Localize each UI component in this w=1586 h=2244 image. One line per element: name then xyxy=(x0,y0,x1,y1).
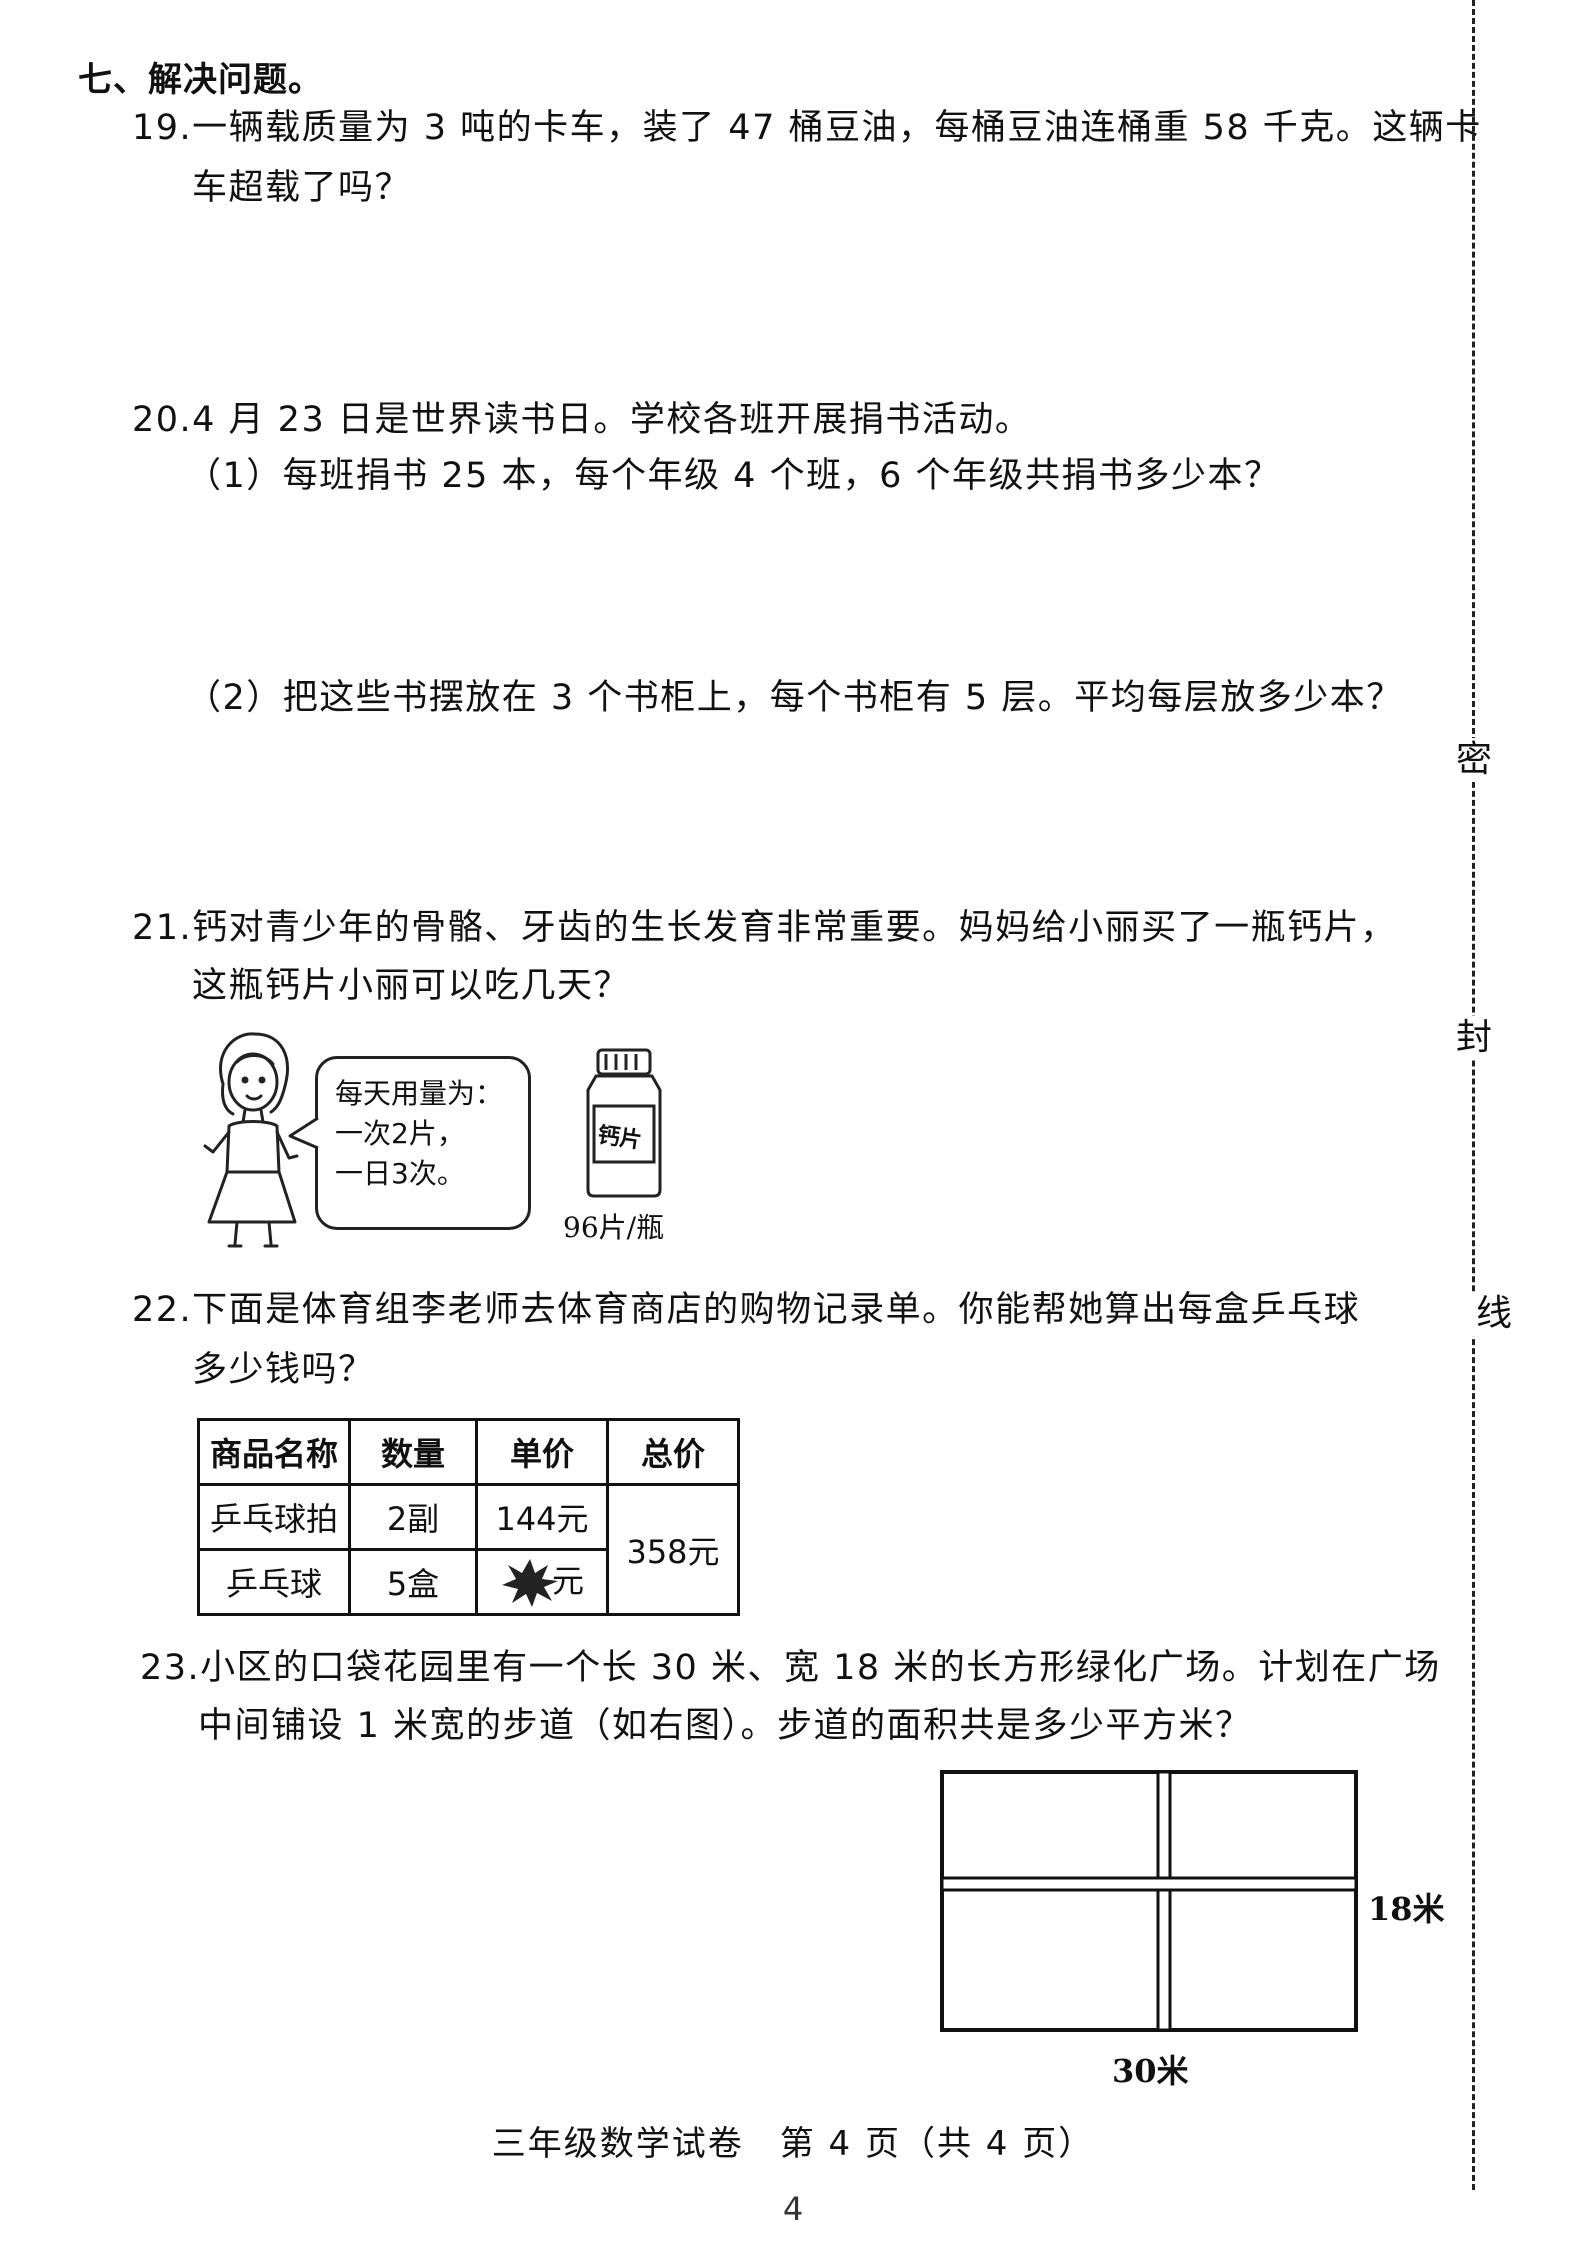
ink-smudge-icon xyxy=(501,1558,558,1607)
row-1-name: 乒乓球拍 xyxy=(197,1483,351,1551)
row-2-price: 元 xyxy=(475,1548,609,1616)
speech-bubble-text: 每天用量为： 一次2片， 一日3次。 xyxy=(335,1074,503,1194)
table-header-name: 商品名称 xyxy=(197,1418,351,1486)
binding-char-mi: 密 xyxy=(1452,738,1496,782)
question-23-line2: 中间铺设 1 米宽的步道（如右图）。步道的面积共是多少平方米？ xyxy=(198,1706,1252,1746)
table-header-row: 商品名称 数量 单价 总价 xyxy=(197,1418,740,1486)
question-21-line1: 21.钙对青少年的骨骼、牙齿的生长发育非常重要。妈妈给小丽买了一瓶钙片， xyxy=(132,908,1397,948)
horizontal-path xyxy=(940,1876,1358,1892)
width-dimension-label: 18米 xyxy=(1368,1890,1445,1928)
table-header-total: 总价 xyxy=(606,1418,740,1486)
purchase-record-table: 商品名称 数量 单价 总价 乒乓球拍 2副 144元 358元 乒乓球 5盒 元 xyxy=(197,1418,740,1616)
question-22-line1: 22.下面是体育组李老师去体育商店的购物记录单。你能帮她算出每盒乒乓球 xyxy=(132,1290,1361,1330)
bottle-label: 钙片 xyxy=(596,1123,644,1154)
row-1-qty: 2副 xyxy=(348,1483,478,1551)
question-19-line1: 19.一辆载质量为 3 吨的卡车，装了 47 桶豆油，每桶豆油连桶重 58 千克… xyxy=(132,108,1482,148)
table-header-price: 单价 xyxy=(475,1418,609,1486)
question-20-part1: （1）每班捐书 25 本，每个年级 4 个班，6 个年级共捐书多少本？ xyxy=(186,456,1281,496)
speech-bubble xyxy=(315,1056,531,1230)
vertical-path xyxy=(1156,1770,1172,2032)
question-19-line2: 车超载了吗？ xyxy=(192,168,412,208)
row-2-name: 乒乓球 xyxy=(197,1548,351,1616)
total-price-cell: 358元 xyxy=(606,1483,740,1616)
bubble-line-2: 一次2片， xyxy=(335,1117,465,1150)
page-number: 4 xyxy=(782,2190,804,2228)
table-row: 乒乓球 5盒 元 xyxy=(197,1548,739,1616)
binding-char-feng: 封 xyxy=(1452,1016,1496,1060)
question-20-intro: 20.4 月 23 日是世界读书日。学校各班开展捐书活动。 xyxy=(132,400,1032,440)
question-23-line1: 23.小区的口袋花园里有一个长 30 米、宽 18 米的长方形绿化广场。计划在广… xyxy=(140,1648,1441,1688)
question-22-line2: 多少钱吗？ xyxy=(192,1350,375,1390)
question-20-part2: （2）把这些书摆放在 3 个书柜上，每个书柜有 5 层。平均每层放多少本？ xyxy=(186,678,1403,718)
binding-dashed-line xyxy=(1472,0,1475,2190)
bottle-caption: 96片/瓶 xyxy=(563,1211,665,1244)
bubble-line-3: 一日3次。 xyxy=(335,1157,465,1190)
speech-bubble-tail xyxy=(288,1116,319,1150)
row-2-qty: 5盒 xyxy=(348,1548,478,1616)
path-intersection xyxy=(1159,1880,1169,1888)
bubble-line-1: 每天用量为： xyxy=(335,1077,504,1110)
page-footer: 三年级数学试卷 第 4 页（共 4 页） xyxy=(491,2124,1095,2164)
garden-plaza-diagram xyxy=(940,1770,1358,2032)
calcium-bottle-illustration xyxy=(586,1048,662,1198)
section-title: 七、解决问题。 xyxy=(78,60,323,100)
plaza-rectangle xyxy=(940,1770,1358,2032)
table-header-qty: 数量 xyxy=(348,1418,478,1486)
question-21-line2: 这瓶钙片小丽可以吃几天？ xyxy=(192,966,631,1006)
row-2-price-unit: 元 xyxy=(551,1561,584,1600)
table-row: 乒乓球拍 2副 144元 358元 xyxy=(197,1483,740,1616)
binding-char-xian: 线 xyxy=(1472,1292,1516,1336)
row-1-price: 144元 xyxy=(475,1483,609,1551)
girl-illustration xyxy=(203,1032,299,1248)
length-dimension-label: 30米 xyxy=(1112,2052,1189,2090)
